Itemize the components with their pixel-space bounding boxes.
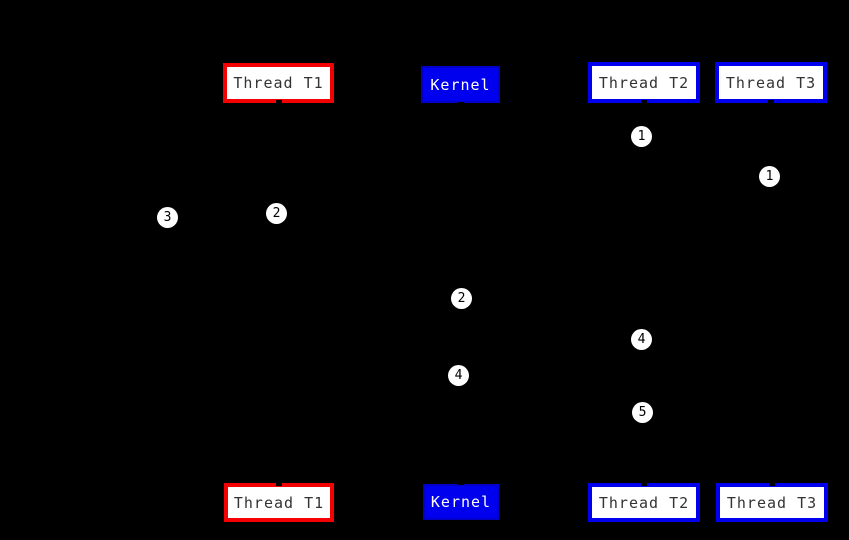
node-thread-t2-bottom: Thread T2 — [588, 483, 700, 522]
step-number: 5 — [638, 405, 647, 420]
step-marker-3-left: 3 — [157, 207, 178, 228]
node-thread-t1-bottom: Thread T1 — [224, 483, 334, 522]
step-number: 2 — [272, 206, 281, 221]
node-label: Thread T3 — [725, 73, 817, 92]
step-marker-5-thread-t2: 5 — [632, 402, 653, 423]
node-thread-t1-top: Thread T1 — [223, 63, 334, 103]
node-thread-t3-bottom: Thread T3 — [716, 483, 828, 522]
node-thread-t2-top: Thread T2 — [588, 62, 700, 103]
step-number: 4 — [454, 368, 463, 383]
node-kernel-bottom: Kernel — [423, 484, 499, 520]
node-label: Thread T3 — [726, 493, 818, 512]
step-marker-1-thread-t2: 1 — [631, 126, 652, 147]
node-label: Kernel — [430, 493, 492, 511]
node-label: Kernel — [430, 75, 491, 94]
node-kernel-top: Kernel — [421, 66, 500, 103]
node-label: Thread T2 — [598, 73, 690, 92]
node-label: Thread T1 — [233, 74, 324, 92]
step-number: 1 — [765, 169, 774, 184]
step-marker-1-thread-t3: 1 — [759, 166, 780, 187]
step-marker-4-thread-t2: 4 — [631, 329, 652, 350]
step-number: 2 — [457, 291, 466, 306]
step-number: 4 — [637, 332, 646, 347]
step-marker-2-kernel: 2 — [451, 288, 472, 309]
node-label: Thread T2 — [598, 493, 690, 512]
step-marker-2-thread-t1: 2 — [266, 203, 287, 224]
step-number: 3 — [163, 210, 172, 225]
step-marker-4-kernel: 4 — [448, 365, 469, 386]
step-number: 1 — [637, 129, 646, 144]
node-label: Thread T1 — [233, 493, 325, 512]
node-thread-t3-top: Thread T3 — [715, 62, 827, 103]
